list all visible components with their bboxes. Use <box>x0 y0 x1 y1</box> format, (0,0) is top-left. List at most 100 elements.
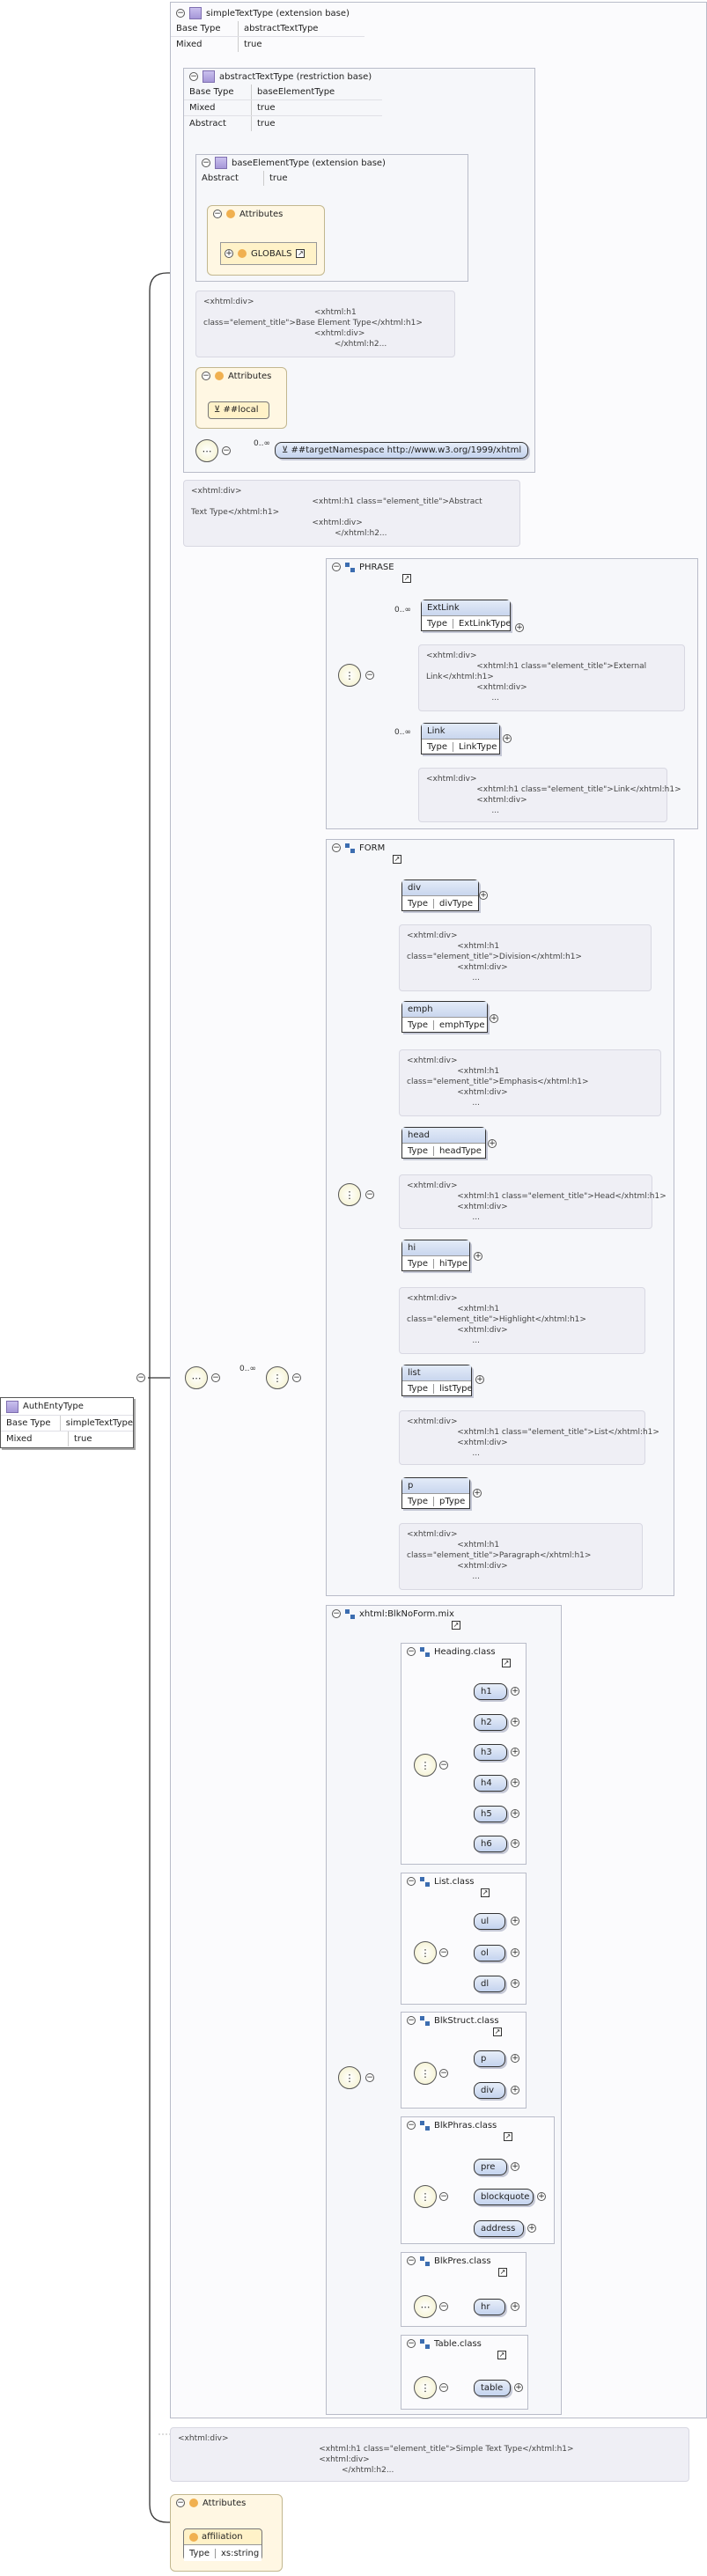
collapse-icon[interactable]: − <box>332 843 341 852</box>
expand-icon[interactable]: + <box>515 623 524 632</box>
choice-compositor[interactable]: ⋮ <box>414 2185 437 2208</box>
collapse-icon[interactable]: − <box>439 2383 448 2392</box>
choice-compositor[interactable]: ⋮ <box>414 2062 437 2085</box>
link-icon[interactable]: ↗ <box>504 2132 512 2141</box>
expand-icon[interactable]: + <box>511 2086 519 2094</box>
expand-icon[interactable]: + <box>473 1489 482 1498</box>
link-icon[interactable]: ↗ <box>296 249 306 258</box>
link-icon[interactable]: ↗ <box>498 2268 507 2277</box>
link-icon[interactable]: ↗ <box>493 2028 502 2036</box>
sequence-compositor[interactable]: ⋯ <box>195 439 218 462</box>
expand-icon[interactable]: + <box>490 1014 498 1023</box>
expand-icon[interactable]: + <box>511 2302 519 2311</box>
address-element[interactable]: address <box>474 2220 524 2237</box>
collapse-icon[interactable]: − <box>213 210 222 218</box>
expand-icon[interactable]: + <box>488 1139 497 1148</box>
ol-element[interactable]: ol <box>474 1945 505 1961</box>
collapse-icon[interactable]: − <box>407 2121 416 2130</box>
collapse-icon[interactable]: − <box>365 2073 374 2082</box>
hr-element[interactable]: hr <box>474 2299 505 2315</box>
expand-icon[interactable]: + <box>511 1917 519 1925</box>
div-class-element[interactable]: div <box>474 2082 505 2099</box>
choice-compositor[interactable]: ⋮ <box>414 1941 437 1964</box>
choice-compositor[interactable]: ⋮ <box>338 1183 361 1206</box>
collapse-icon[interactable]: − <box>407 2339 416 2348</box>
collapse-icon[interactable]: − <box>439 1948 448 1957</box>
expand-icon[interactable]: + <box>511 1979 519 1988</box>
expand-icon[interactable]: + <box>479 891 488 900</box>
h6-element[interactable]: h6 <box>474 1836 507 1852</box>
collapse-icon[interactable]: − <box>407 1647 416 1656</box>
expand-icon[interactable]: + <box>511 1809 519 1818</box>
any-attribute-local[interactable]: ⊻ ##local <box>208 401 269 419</box>
choice-compositor[interactable]: ⋮ <box>338 2066 361 2089</box>
choice-compositor[interactable]: ⋮ <box>266 1366 289 1389</box>
collapse-icon[interactable]: − <box>202 158 210 167</box>
collapse-icon[interactable]: − <box>176 9 185 18</box>
collapse-icon[interactable]: − <box>439 1761 448 1770</box>
collapse-icon[interactable]: − <box>439 2069 448 2078</box>
h2-element[interactable]: h2 <box>474 1714 507 1731</box>
table-element[interactable]: table <box>474 2380 511 2396</box>
collapse-icon[interactable]: − <box>211 1373 220 1382</box>
expand-icon[interactable]: + <box>474 1252 482 1261</box>
expand-icon[interactable]: + <box>475 1375 484 1384</box>
p-class-element[interactable]: p <box>474 2050 505 2067</box>
link-icon[interactable]: ↗ <box>393 855 401 864</box>
link-icon[interactable]: ↗ <box>502 1659 511 1667</box>
collapse-icon[interactable]: − <box>332 1609 341 1618</box>
expand-icon[interactable]: + <box>511 2054 519 2063</box>
collapse-icon[interactable]: − <box>407 2256 416 2265</box>
h1-element[interactable]: h1 <box>474 1683 507 1700</box>
blockquote-element[interactable]: blockquote <box>474 2189 534 2205</box>
link-icon[interactable]: ↗ <box>402 574 411 583</box>
h5-element[interactable]: h5 <box>474 1806 507 1822</box>
expand-icon[interactable]: + <box>511 2162 519 2171</box>
collapse-icon[interactable]: − <box>407 2016 416 2025</box>
expand-icon[interactable]: + <box>514 2383 523 2392</box>
h4-element[interactable]: h4 <box>474 1775 507 1792</box>
collapse-icon[interactable]: − <box>365 1190 374 1199</box>
collapse-icon[interactable]: − <box>189 72 198 81</box>
expand-icon[interactable]: + <box>225 249 233 258</box>
globals-group[interactable]: + GLOBALS ↗ <box>220 242 317 265</box>
pre-element[interactable]: pre <box>474 2159 507 2175</box>
collapse-icon[interactable]: − <box>439 2302 448 2311</box>
choice-compositor[interactable]: ⋮ <box>414 2376 437 2399</box>
dl-element[interactable]: dl <box>474 1976 505 1992</box>
any-namespace[interactable]: ⊻ ##targetNamespace http://www.w3.org/19… <box>275 442 528 459</box>
expand-icon[interactable]: + <box>511 1948 519 1957</box>
choice-compositor[interactable]: ⋮ <box>414 1754 437 1777</box>
collapse-icon[interactable]: − <box>222 446 231 455</box>
collapse-icon[interactable]: − <box>136 1373 145 1382</box>
expand-icon[interactable]: + <box>511 1748 519 1756</box>
sequence-compositor[interactable]: ⋯ <box>185 1366 208 1389</box>
link-icon[interactable]: ↗ <box>481 1888 490 1897</box>
expand-icon[interactable]: + <box>511 1687 519 1696</box>
expand-icon[interactable]: + <box>511 1778 519 1787</box>
link-icon[interactable]: ↗ <box>452 1621 460 1630</box>
collapse-icon[interactable]: − <box>407 1877 416 1886</box>
collapse-icon[interactable]: − <box>292 1373 301 1382</box>
collapse-icon[interactable]: − <box>176 2499 185 2507</box>
expand-icon[interactable]: + <box>503 734 512 743</box>
expand-icon[interactable]: + <box>511 1839 519 1848</box>
collapse-icon[interactable]: − <box>365 671 374 680</box>
expand-icon[interactable]: + <box>511 1718 519 1726</box>
link-icon[interactable]: ↗ <box>497 2351 506 2359</box>
ul-element[interactable]: ul <box>474 1913 505 1930</box>
h3-element[interactable]: h3 <box>474 1744 507 1761</box>
collapse-icon[interactable]: − <box>332 563 341 571</box>
collapse-icon[interactable]: − <box>202 372 210 380</box>
expand-icon[interactable]: + <box>527 2224 536 2233</box>
